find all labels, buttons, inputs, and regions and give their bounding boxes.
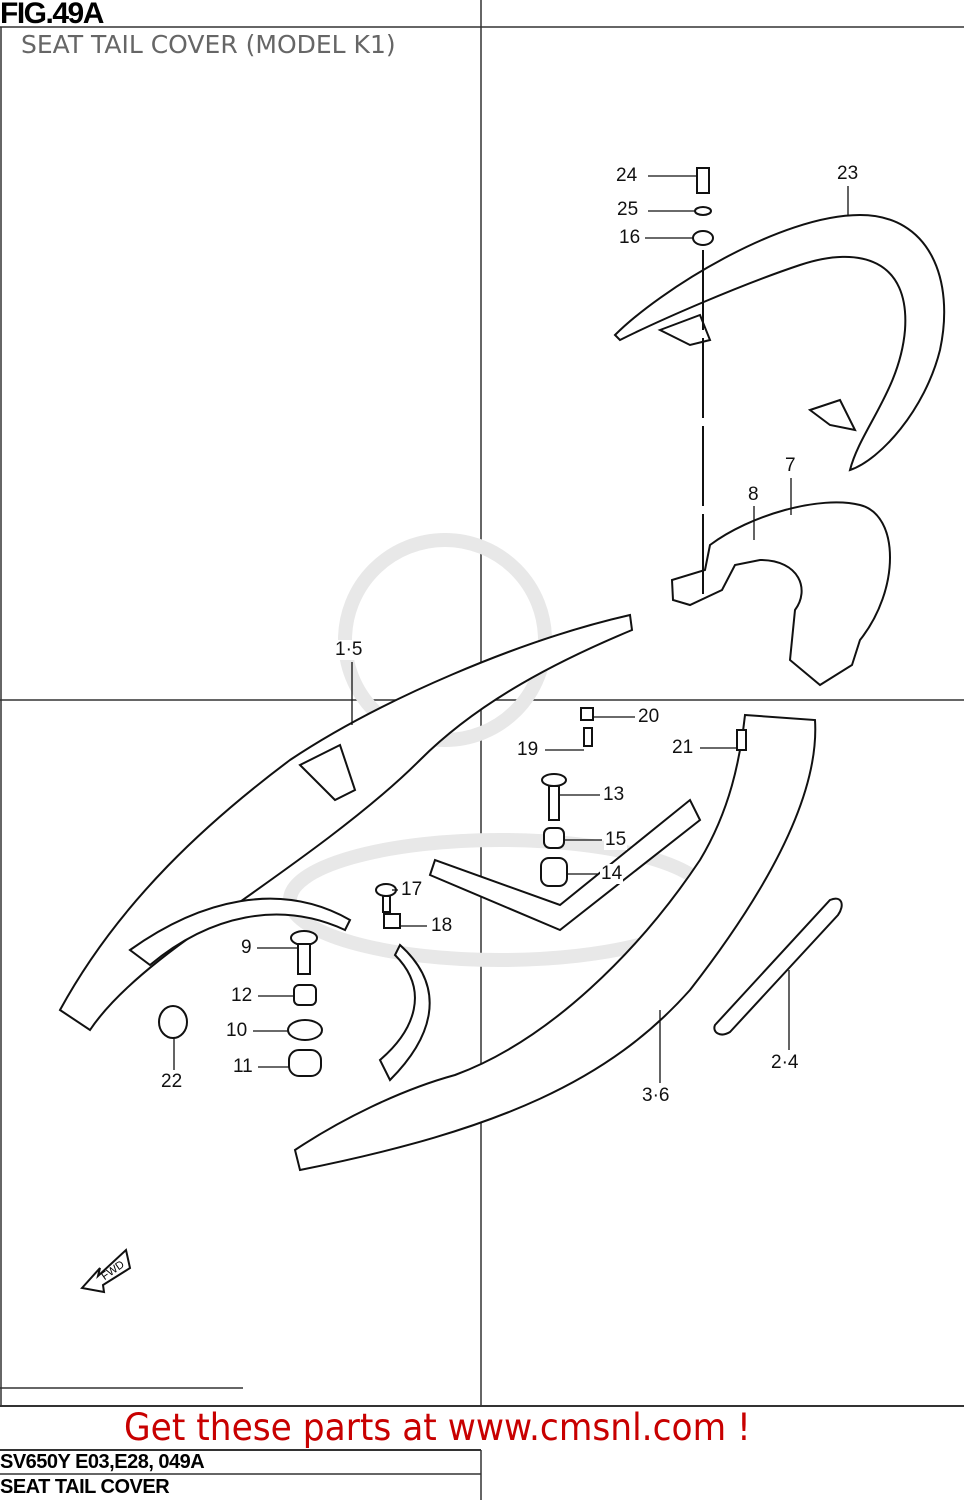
callout-2-4[interactable]: 2·4: [770, 1052, 800, 1073]
callout-17[interactable]: 17: [400, 879, 424, 900]
callout-10[interactable]: 10: [225, 1020, 249, 1041]
callout-18[interactable]: 18: [430, 915, 454, 936]
part-7-rear-cover: [670, 501, 891, 687]
callout-19[interactable]: 19: [516, 739, 540, 760]
callout-3-6[interactable]: 3·6: [641, 1085, 671, 1106]
callout-13[interactable]: 13: [602, 784, 626, 805]
fwd-arrow-icon: FWD: [80, 1248, 132, 1294]
callout-25[interactable]: 25: [616, 199, 640, 220]
callout-24[interactable]: 24: [615, 165, 639, 186]
small-hardware: [158, 167, 747, 1077]
promo-link[interactable]: Get these parts at www.cmsnl.com !: [124, 1406, 751, 1449]
callout-15[interactable]: 15: [604, 829, 628, 850]
callout-22[interactable]: 22: [160, 1071, 184, 1092]
callout-1-5[interactable]: 1·5: [334, 639, 364, 660]
part-23-grab-rail: [613, 213, 946, 472]
part-1-5-tail-cover-left: [58, 613, 634, 1032]
part-3-6-tail-cover-right: [293, 713, 817, 1172]
callout-7[interactable]: 7: [784, 455, 797, 476]
model-code: SV650Y E03,E28, 049A: [0, 1451, 205, 1473]
section-name: SEAT TAIL COVER: [0, 1476, 170, 1498]
leader-lines: [173, 175, 849, 1083]
figure-number: FIG.49A: [0, 0, 104, 30]
callout-23[interactable]: 23: [836, 163, 860, 184]
callout-16[interactable]: 16: [618, 227, 642, 248]
callout-9[interactable]: 9: [240, 937, 253, 958]
callout-14[interactable]: 14: [600, 863, 624, 884]
callout-12[interactable]: 12: [230, 985, 254, 1006]
part-2-4-emblem: [713, 897, 843, 1036]
callout-20[interactable]: 20: [637, 706, 661, 727]
callout-11[interactable]: 11: [232, 1056, 254, 1077]
callout-8[interactable]: 8: [747, 484, 760, 505]
figure-title: SEAT TAIL COVER (MODEL K1): [21, 30, 396, 59]
callout-21[interactable]: 21: [671, 737, 695, 758]
